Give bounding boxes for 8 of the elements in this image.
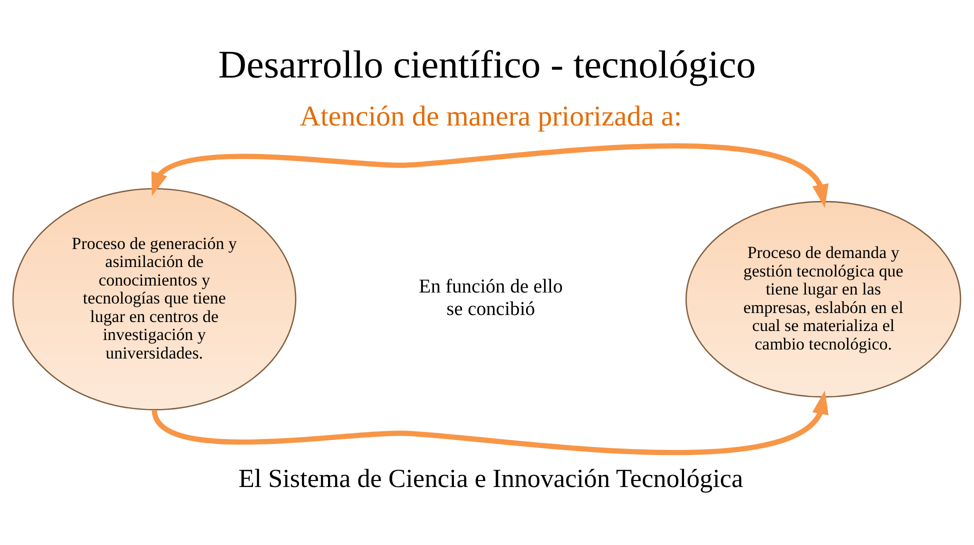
label: En función de ello se concibió xyxy=(418,276,563,320)
caption: El Sistema de Ciencia e Innovación Tecnológica xyxy=(238,464,744,493)
node-ellipse: Proceso de demanda y gestión tecnológica que tiene lugar en las empresas, eslabón en el cual se materializa el cambio tecnológico. xyxy=(685,200,962,398)
arrow xyxy=(152,390,829,456)
diagram-title: Desarrollo científico - tecnológico xyxy=(218,44,756,87)
label: Atención de manera priorizada a: xyxy=(300,100,682,132)
arrow xyxy=(151,143,829,208)
node-ellipse: Proceso de generación y asimilación de conocimientos y tecnologías que tiene lugar en centros de investigación y universidades. xyxy=(12,188,296,410)
